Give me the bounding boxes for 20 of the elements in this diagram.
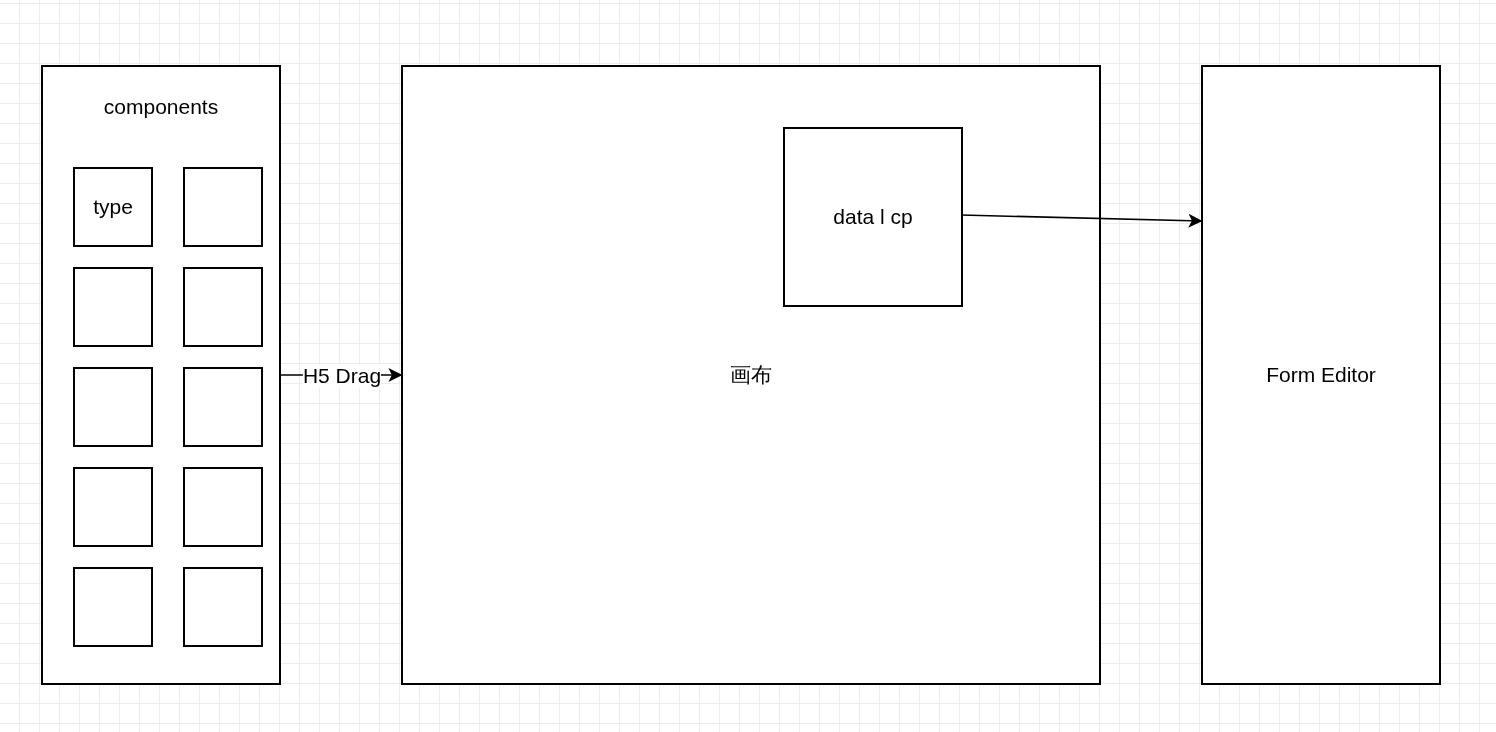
component-box xyxy=(73,167,153,247)
editor-panel-box xyxy=(1201,65,1441,685)
empty-box xyxy=(183,267,263,347)
panel-box xyxy=(41,65,281,685)
node-label: 画布 xyxy=(729,362,773,388)
empty-box xyxy=(73,367,153,447)
empty-box xyxy=(183,367,263,447)
empty-box xyxy=(183,567,263,647)
node-label: Form Editor xyxy=(1265,362,1377,388)
empty-box xyxy=(73,567,153,647)
node-label: components xyxy=(102,94,220,120)
empty-box xyxy=(73,267,153,347)
empty-box xyxy=(183,467,263,547)
edge-label: H5 Drag xyxy=(302,364,382,388)
empty-box xyxy=(183,167,263,247)
component-box xyxy=(783,127,963,307)
node-label: data l cp xyxy=(832,204,914,230)
empty-box xyxy=(73,467,153,547)
node-label: type xyxy=(92,194,134,220)
canvas-box xyxy=(401,65,1101,685)
